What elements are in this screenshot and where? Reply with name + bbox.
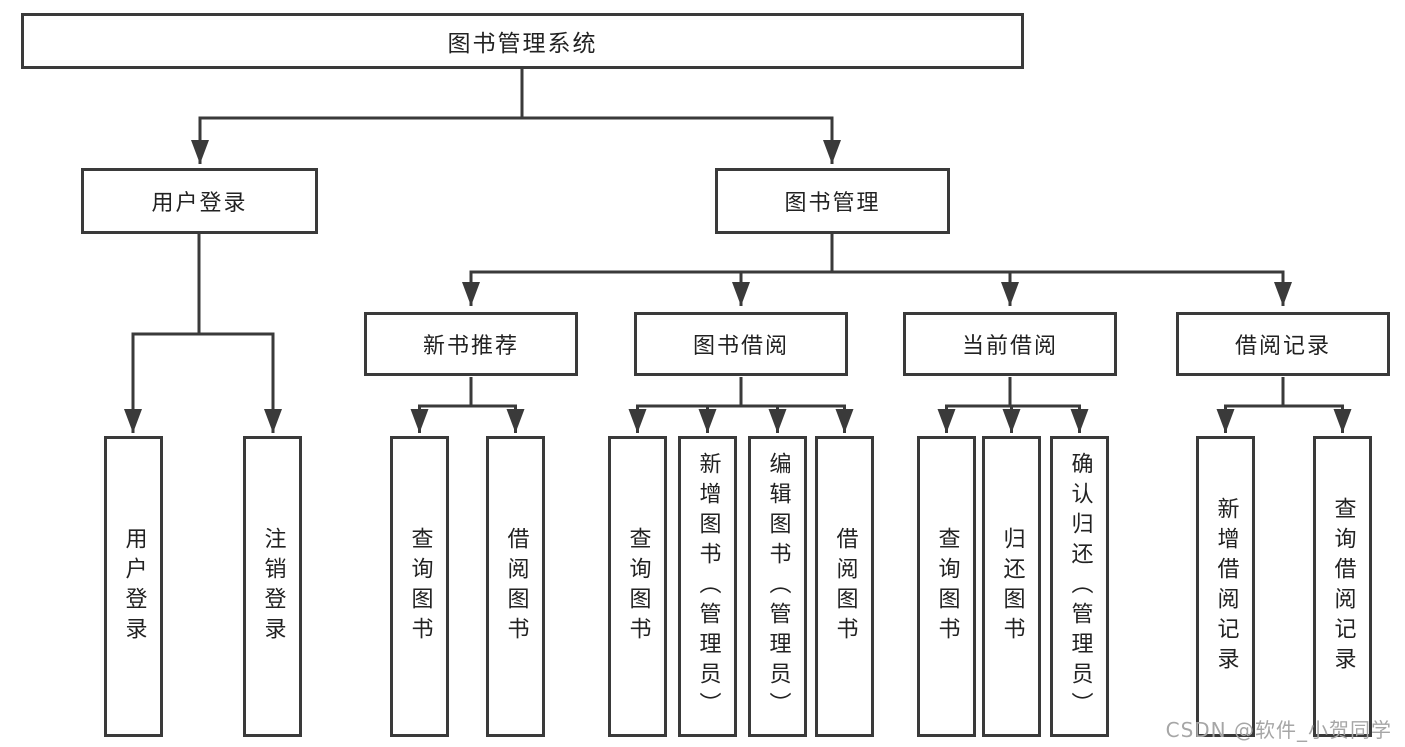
node-label: 新书推荐 xyxy=(422,334,519,359)
leaf-label: 借阅图书 xyxy=(832,526,858,647)
leaf-bb-edit-books-admin: 编辑图书（管理员） xyxy=(748,436,807,737)
leaf-label: 查询图书 xyxy=(625,526,651,647)
leaf-label: 确认归还（管理员） xyxy=(1067,451,1093,722)
node-book-management: 图书管理 xyxy=(715,168,950,234)
node-borrow-records: 借阅记录 xyxy=(1176,312,1390,376)
leaf-label: 新增图书（管理员） xyxy=(695,451,721,722)
leaf-logout: 注销登录 xyxy=(243,436,302,737)
leaf-label: 查询图书 xyxy=(407,526,433,647)
leaf-user-login: 用户登录 xyxy=(104,436,163,737)
node-label: 图书管理 xyxy=(784,191,881,216)
leaf-label: 用户登录 xyxy=(121,526,147,647)
leaf-label: 归还图书 xyxy=(999,526,1025,647)
leaf-label: 查询图书 xyxy=(934,526,960,647)
leaf-label: 借阅图书 xyxy=(503,526,529,647)
leaf-br-query-records: 查询借阅记录 xyxy=(1313,436,1372,737)
leaf-br-add-record: 新增借阅记录 xyxy=(1196,436,1255,737)
leaf-bb-query-books: 查询图书 xyxy=(608,436,667,737)
leaf-label: 注销登录 xyxy=(260,526,286,647)
node-current-borrow: 当前借阅 xyxy=(903,312,1117,376)
node-library-management-system: 图书管理系统 xyxy=(21,13,1024,69)
node-label: 用户登录 xyxy=(151,191,248,216)
node-user-login: 用户登录 xyxy=(81,168,318,234)
leaf-cb-query-books: 查询图书 xyxy=(917,436,976,737)
leaf-nbr-borrow-books: 借阅图书 xyxy=(486,436,545,737)
leaf-label: 新增借阅记录 xyxy=(1213,496,1239,677)
leaf-label: 查询借阅记录 xyxy=(1330,496,1356,677)
node-label: 图书借阅 xyxy=(692,334,789,359)
leaf-cb-confirm-return-admin: 确认归还（管理员） xyxy=(1050,436,1109,737)
leaf-label: 编辑图书（管理员） xyxy=(765,451,791,722)
node-label: 借阅记录 xyxy=(1234,334,1331,359)
node-label: 当前借阅 xyxy=(961,334,1058,359)
leaf-bb-add-books-admin: 新增图书（管理员） xyxy=(678,436,737,737)
leaf-nbr-query-books: 查询图书 xyxy=(390,436,449,737)
leaf-bb-borrow-books: 借阅图书 xyxy=(815,436,874,737)
csdn-watermark: CSDN @软件_小贺同学 xyxy=(1165,718,1392,742)
node-book-borrow: 图书借阅 xyxy=(634,312,848,376)
leaf-cb-return-books: 归还图书 xyxy=(982,436,1041,737)
node-new-book-recommend: 新书推荐 xyxy=(364,312,578,376)
node-label: 图书管理系统 xyxy=(447,31,598,57)
